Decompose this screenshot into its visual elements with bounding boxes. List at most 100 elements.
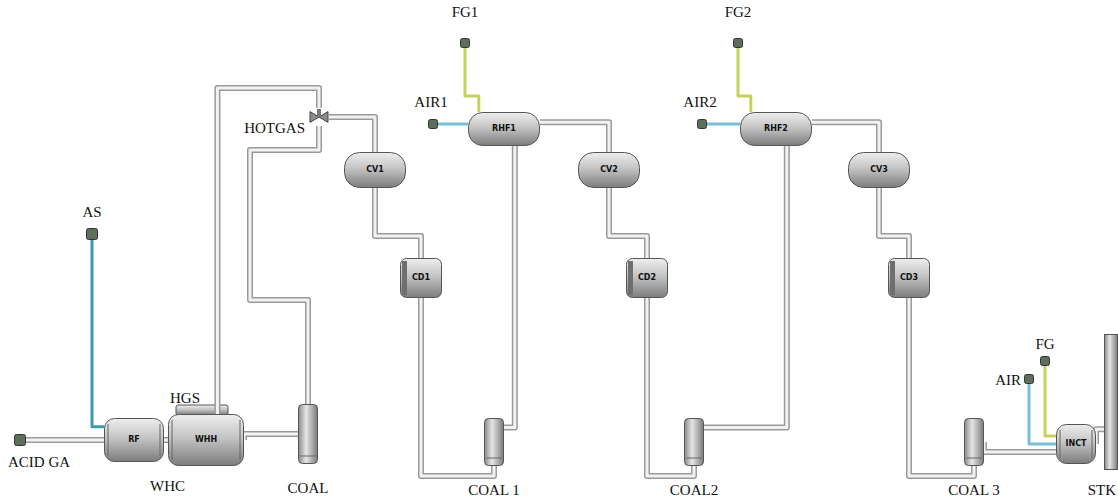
stream-label: AIR2: [683, 94, 716, 110]
label-text: CV1: [366, 165, 384, 174]
pipe: [421, 298, 494, 476]
stream-label: COAL 1: [468, 482, 520, 498]
coalescer-shape: [298, 404, 318, 464]
label-text: CV3: [870, 165, 888, 174]
unit-label: WHC: [150, 478, 185, 494]
converter: CV3: [848, 152, 910, 188]
reheater: RHF2: [740, 112, 812, 146]
label-text: COAL 3: [948, 482, 1000, 498]
pipe: [609, 188, 647, 258]
equipment-tag: CV2: [600, 165, 618, 175]
air-feed: AS: [86, 228, 98, 240]
pipe: [707, 123, 740, 124]
equipment-tag: CD3: [900, 273, 918, 283]
equipment-tag: RHF2: [764, 124, 788, 134]
pipe: [26, 440, 104, 441]
pipe: [1029, 384, 1056, 444]
equipment-tag: RHF1: [492, 124, 516, 134]
stream-label: ACID GA: [8, 454, 70, 470]
waste-heat-boiler: WHH: [168, 414, 244, 466]
fuel-gas-feed-shape: [460, 38, 470, 48]
coalescer: COAL2: [684, 418, 704, 466]
stack: STK: [1104, 334, 1118, 470]
stream-label: FG2: [725, 4, 752, 20]
pipe: [329, 117, 375, 152]
label-text: FG: [1035, 336, 1054, 352]
fuel-gas-feed-shape: [733, 38, 743, 48]
fuel-gas-feed-shape: [1040, 356, 1050, 366]
reaction-furnace: RF: [104, 418, 164, 462]
label-text: FG1: [452, 4, 479, 20]
pipe: [738, 48, 751, 112]
condenser: CD2: [626, 258, 668, 298]
pipe: [504, 146, 515, 428]
reheater: RHF1: [468, 112, 540, 146]
acid-gas-feed-shape: [14, 434, 26, 446]
coalescer: COAL 3: [964, 418, 984, 466]
equipment-tag: WHH: [195, 435, 217, 445]
fuel-gas-feed: FG1: [460, 38, 470, 48]
pipe: [1096, 429, 1104, 444]
pipe: [465, 48, 479, 112]
label-text: RHF2: [764, 124, 788, 133]
label-text: RHF1: [492, 124, 516, 133]
air-feed: AIR2: [697, 119, 707, 129]
label-text: CV2: [600, 165, 618, 174]
label-text: CD2: [638, 273, 656, 282]
label-text: STK: [1088, 482, 1116, 498]
air-feed-shape: [697, 119, 707, 129]
stream-label: COAL2: [670, 482, 718, 498]
converter: CV2: [578, 152, 640, 188]
equipment-tag: CD2: [638, 273, 656, 283]
equipment-tag: CD1: [412, 273, 430, 283]
label-text: COAL: [288, 480, 329, 496]
label-text: COAL 1: [468, 482, 520, 498]
label-text: AIR2: [683, 94, 716, 110]
air-feed: AIR: [1024, 374, 1034, 384]
stream-label: AS: [82, 204, 101, 220]
stream-label: COAL: [288, 480, 329, 496]
label-text: WHH: [195, 435, 217, 444]
coalescer: COAL 1: [484, 418, 504, 466]
mixer-valve: HOTGAS: [309, 108, 329, 126]
stream-label: STK: [1088, 482, 1116, 498]
label-text: ACID GA: [8, 454, 70, 470]
fuel-gas-feed: FG: [1040, 356, 1050, 366]
pipe: [217, 88, 319, 414]
pipe: [704, 146, 787, 428]
air-feed: AIR1: [428, 119, 438, 129]
stream-label: FG1: [452, 4, 479, 20]
air-feed-shape: [428, 119, 438, 129]
label-text: CD3: [900, 273, 918, 282]
pipe: [540, 122, 609, 152]
stack-shape: [1104, 334, 1118, 470]
pipe: [375, 188, 421, 258]
equipment-tag: RF: [128, 435, 140, 445]
label-text: WHC: [150, 478, 185, 494]
coalescer-shape: [684, 418, 704, 466]
condenser: CD1: [400, 258, 442, 298]
equipment-tag: INCT: [1066, 439, 1087, 449]
label-text: INCT: [1066, 439, 1087, 448]
mixer-valve-shape: [309, 108, 329, 126]
air-feed-shape: [1024, 374, 1034, 384]
pipe: [244, 434, 298, 440]
condenser: CD3: [888, 258, 930, 298]
equipment-tag: CV1: [366, 165, 384, 175]
coalescer-shape: [964, 418, 984, 466]
pipe: [250, 126, 319, 404]
air-feed-shape: [86, 228, 98, 240]
stream-label: AIR1: [414, 94, 447, 110]
stream-label: HGS: [170, 390, 200, 406]
acid-gas-feed: ACID GA: [14, 434, 26, 446]
label-text: FG2: [725, 4, 752, 20]
label-text: AIR1: [414, 94, 447, 110]
pipe: [438, 123, 468, 124]
label-text: CD1: [412, 273, 430, 282]
stream-label: AIR: [995, 372, 1021, 388]
incinerator: INCT: [1056, 424, 1096, 464]
stream-label: COAL 3: [948, 482, 1000, 498]
